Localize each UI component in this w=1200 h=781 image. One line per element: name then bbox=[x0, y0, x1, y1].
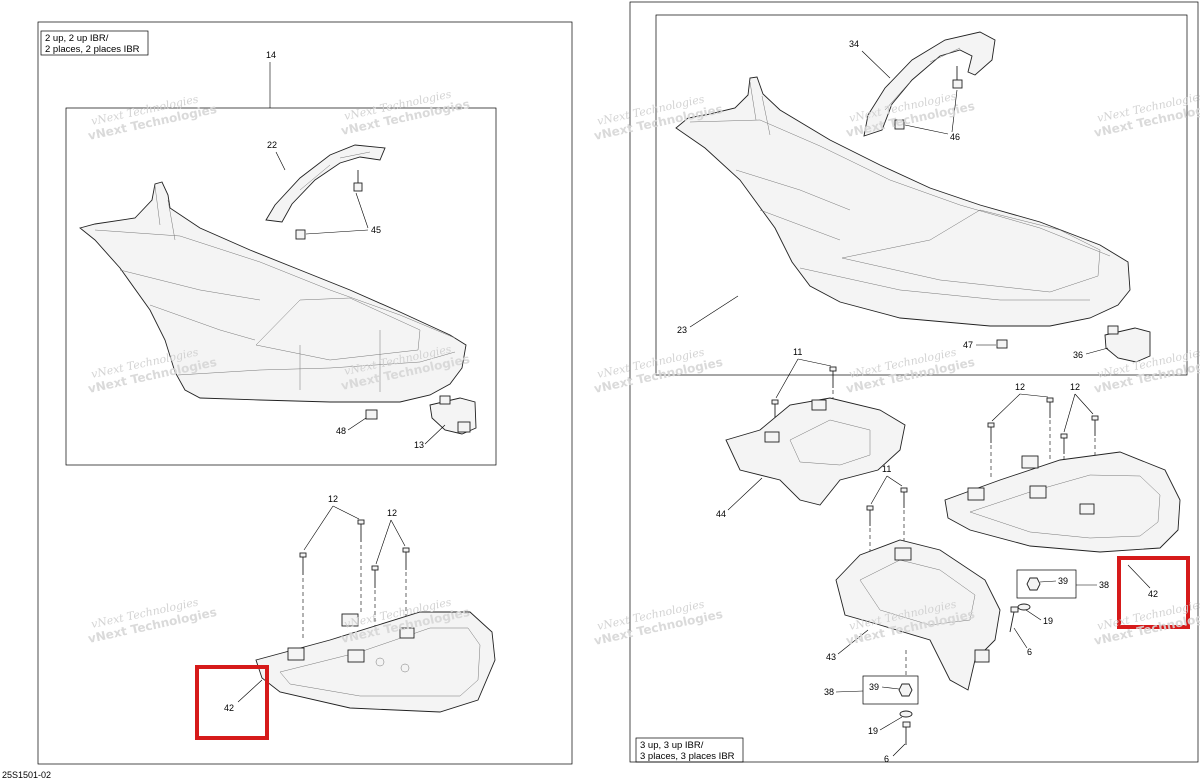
callout-39-lower: 39 bbox=[869, 682, 879, 692]
callout-46: 46 bbox=[950, 132, 960, 142]
fastener-45 bbox=[295, 170, 363, 240]
callout-34: 34 bbox=[849, 39, 859, 49]
left-panel-frame bbox=[37, 21, 573, 765]
callout-43: 43 bbox=[826, 652, 836, 662]
diagram-id: 25S1501-02 bbox=[2, 770, 51, 780]
right-note-line-2: 3 places, 3 places IBR bbox=[640, 751, 735, 762]
callout-13: 13 bbox=[414, 440, 424, 450]
rack-42-right bbox=[944, 451, 1181, 553]
callout-47: 47 bbox=[963, 340, 973, 350]
clip-47 bbox=[996, 339, 1008, 349]
right-panel-frame bbox=[629, 1, 1199, 763]
nut-39-lower bbox=[898, 683, 913, 697]
callout-48: 48 bbox=[336, 426, 346, 436]
callout-11-b: 11 bbox=[882, 464, 891, 474]
callout-19-lower: 19 bbox=[868, 726, 878, 736]
right-note-line-1: 3 up, 3 up IBR/ bbox=[640, 740, 704, 751]
washer-19-lower bbox=[899, 710, 913, 718]
bracket-43 bbox=[835, 539, 1001, 691]
right-seat-box bbox=[655, 14, 1188, 376]
screws-12-right bbox=[987, 397, 1099, 495]
callout-45: 45 bbox=[371, 225, 381, 235]
right-note-box bbox=[635, 737, 744, 763]
latch-13 bbox=[429, 395, 477, 435]
seat-3up bbox=[675, 76, 1131, 327]
callout-23: 23 bbox=[677, 325, 687, 335]
callout-12-left-b: 12 bbox=[387, 508, 397, 518]
screw-6-upper bbox=[1009, 606, 1019, 633]
callout-12-left-a: 12 bbox=[328, 494, 338, 504]
callout-19-upper: 19 bbox=[1043, 616, 1053, 626]
hardware-box-38-upper bbox=[1016, 569, 1077, 599]
callout-42-left: 42 bbox=[224, 703, 234, 713]
washer-19-upper bbox=[1017, 603, 1031, 611]
left-note-box bbox=[40, 30, 149, 56]
handle-34 bbox=[863, 31, 996, 137]
nut-39-upper bbox=[1026, 577, 1041, 591]
callout-22: 22 bbox=[267, 140, 277, 150]
handle-22 bbox=[265, 144, 386, 223]
callout-14: 14 bbox=[266, 50, 276, 60]
bracket-44 bbox=[725, 397, 906, 506]
hardware-box-38-lower bbox=[862, 675, 919, 705]
callout-39-upper: 39 bbox=[1058, 576, 1068, 586]
callout-11-a: 11 bbox=[793, 347, 802, 357]
highlight-42-right bbox=[1117, 556, 1190, 629]
latch-36 bbox=[1104, 325, 1151, 363]
callout-6-lower: 6 bbox=[884, 754, 889, 764]
left-note-line-1: 2 up, 2 up IBR/ bbox=[45, 33, 109, 44]
highlight-42-left bbox=[195, 665, 269, 740]
screws-12-left bbox=[299, 519, 410, 650]
callout-42-right: 42 bbox=[1148, 589, 1158, 599]
fastener-46 bbox=[894, 66, 963, 130]
callout-38-upper: 38 bbox=[1099, 580, 1109, 590]
seat-2up bbox=[79, 181, 467, 403]
seat-assembly-box bbox=[65, 107, 497, 466]
callout-36: 36 bbox=[1073, 350, 1083, 360]
callout-38-lower: 38 bbox=[824, 687, 834, 697]
left-note-line-2: 2 places, 2 places IBR bbox=[45, 44, 140, 55]
screws-11-lower bbox=[866, 487, 908, 560]
screw-6-lower bbox=[902, 721, 911, 745]
callout-12-right-b: 12 bbox=[1070, 382, 1080, 392]
callout-44: 44 bbox=[716, 509, 726, 519]
callout-12-right-a: 12 bbox=[1015, 382, 1025, 392]
rack-42-left bbox=[255, 611, 496, 713]
clip-48 bbox=[365, 409, 378, 420]
callout-6-upper: 6 bbox=[1027, 647, 1032, 657]
